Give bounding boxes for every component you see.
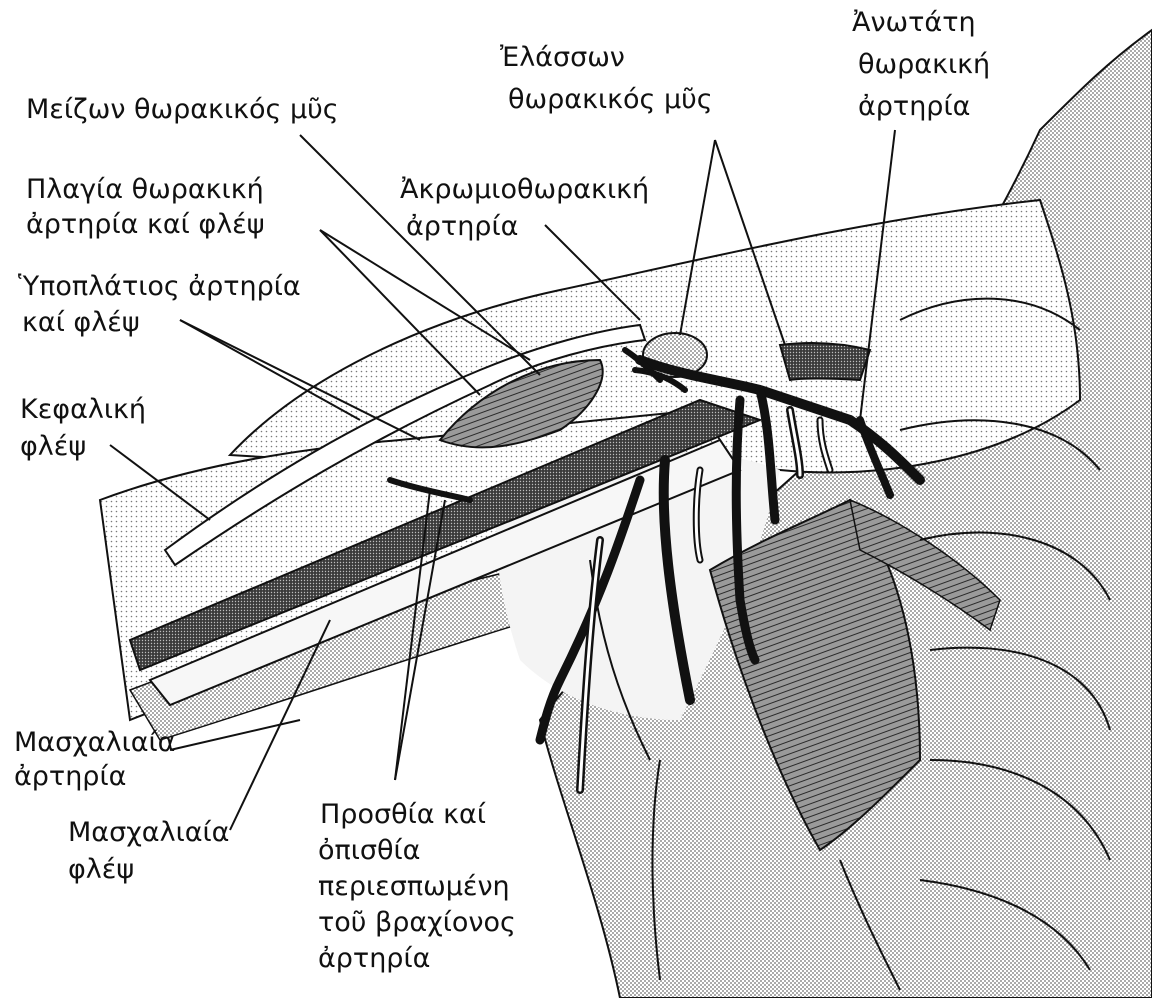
label-pectoralis-minor-line2: θωρακικός μῦς (508, 85, 713, 115)
subclavian-band (780, 343, 870, 380)
label-lateral-thoracic-line2: ἀρτηρία καί φλέψ (26, 210, 265, 240)
label-axillary-vein-line2: φλέψ (68, 855, 134, 885)
label-superior-thoracic-line2: θωρακική (858, 50, 990, 80)
label-circumflex-line1: Προσθία καί (320, 800, 486, 830)
label-superior-thoracic-line3: ἀρτηρία (858, 92, 970, 122)
label-thoracoacromial-line1: Ἀκρωμιοθωρακική (400, 175, 649, 205)
label-pectoralis-major: Μείζων θωρακικός μῦς (26, 95, 339, 125)
label-axillary-vein-line1: Μασχαλιαία (68, 818, 229, 848)
label-thoracoacromial-line2: ἀρτηρία (406, 212, 518, 242)
label-circumflex-line2: ὀπισθία (318, 836, 420, 866)
label-subscapular-line1: Ὑποπλάτιος ἀρτηρία (18, 272, 301, 302)
label-superior-thoracic-line1: Ἀνωτάτη (852, 8, 976, 38)
label-circumflex-line4: τοῦ βραχίονος (318, 908, 516, 938)
label-circumflex-line5: ἀρτηρία (318, 944, 430, 974)
label-pectoralis-minor-line1: Ἐλάσσων (500, 43, 625, 73)
label-cephalic-line1: Κεφαλική (20, 395, 146, 425)
label-lateral-thoracic-line1: Πλαγία θωρακική (26, 175, 264, 205)
label-subscapular-line2: καί φλέψ (22, 308, 140, 338)
label-circumflex-line3: περιεσπωμένη (318, 872, 510, 902)
label-axillary-artery-line2: ἀρτηρία (14, 762, 126, 792)
label-cephalic-line2: φλέψ (20, 432, 86, 462)
label-axillary-artery-line1: Μασχαλιαία (14, 728, 175, 758)
